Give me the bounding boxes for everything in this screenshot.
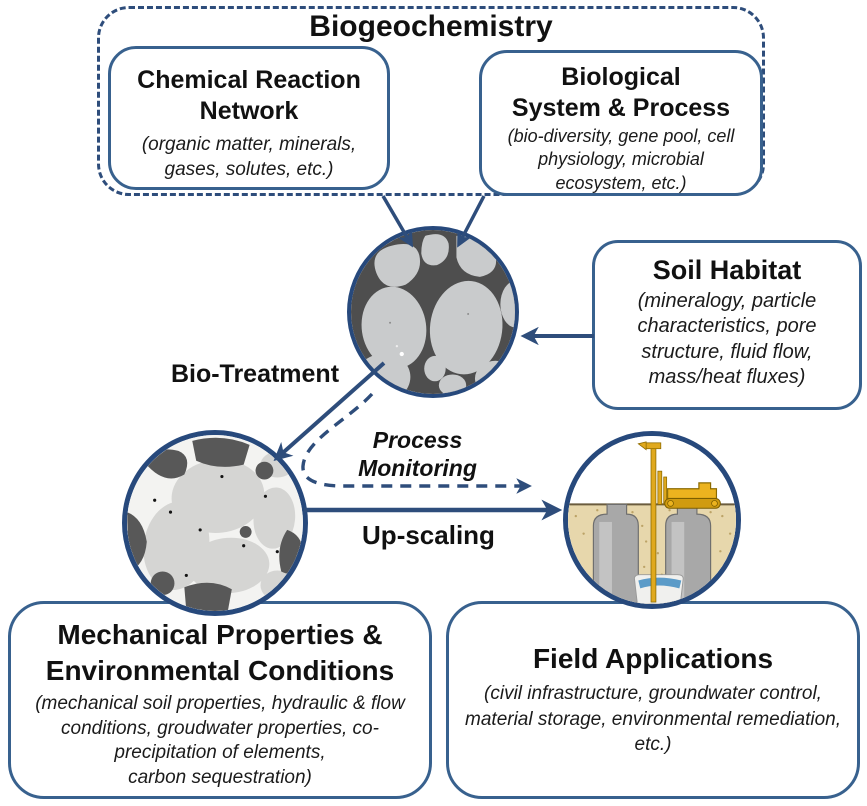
label-line: Process [372, 427, 463, 453]
title-line: Biological [561, 63, 681, 91]
mechanical-box-subtitle: (mechanical soil properties, hydraulic &… [11, 692, 429, 791]
subtitle-line: mass/heat fluxes) [648, 366, 806, 389]
subtitle-line: material storage, environmental remediat… [465, 708, 841, 730]
untreated-soil-micrograph-circle [347, 226, 519, 398]
title-line: Network [199, 96, 299, 125]
subtitle-line: carbon sequestration) [128, 767, 312, 789]
soil-habitat-subtitle: (mineralogy, particle characteristics, p… [595, 289, 859, 391]
field-application-circle [563, 431, 741, 609]
cemented-grains [143, 451, 296, 601]
title-line: Chemical Reaction [137, 66, 361, 94]
subtitle-line: conditions, groudwater properties, co- [61, 717, 379, 739]
biogeochemistry-title: Biogeochemistry [309, 10, 553, 43]
title-line: System & Process [511, 93, 731, 122]
biological-box-title: Biological System & Process [482, 62, 760, 123]
sand-grains [354, 234, 515, 394]
untreated-soil-image [351, 230, 515, 394]
chemical-box-title: Chemical Reaction Network [111, 65, 387, 126]
soil-habitat-title: Soil Habitat [652, 255, 802, 285]
label-line: Monitoring [358, 455, 477, 482]
chemical-reaction-network-box: Chemical Reaction Network (organic matte… [108, 46, 390, 190]
biogeochemistry-group-border [97, 6, 765, 196]
fresh-column-jetting [633, 574, 684, 604]
mechanical-properties-box: Mechanical Properties & Environmental Co… [8, 601, 432, 799]
bio-treatment-label: Bio-Treatment [170, 360, 340, 388]
subtitle-line: gases, solutes, etc.) [164, 159, 334, 181]
subtitle-line: (bio-diversity, gene pool, cell [507, 126, 735, 146]
subtitle-line: structure, fluid flow, [641, 340, 813, 363]
subtitle-line: (mechanical soil properties, hydraulic &… [35, 693, 405, 715]
subtitle-line: (organic matter, minerals, [141, 134, 357, 155]
subtitle-line: etc.) [634, 734, 672, 756]
chemical-box-subtitle: (organic matter, minerals, gases, solute… [111, 132, 387, 183]
field-rig-image [568, 436, 736, 604]
field-box-title: Field Applications [532, 642, 774, 674]
subtitle-line: (civil infrastructure, groundwater contr… [484, 683, 822, 705]
mechanical-box-title: Mechanical Properties & Environmental Co… [11, 617, 429, 688]
title-line: Mechanical Properties & [57, 619, 383, 650]
title-line: Environmental Conditions [45, 654, 395, 686]
treated-soil-image [127, 435, 303, 611]
subtitle-line: ecosystem, etc.) [555, 172, 687, 193]
subtitle-line: (mineralogy, particle [637, 289, 817, 312]
micro-specks [153, 474, 279, 577]
process-monitoring-label: Process Monitoring [330, 426, 505, 482]
treated-soil-micrograph-circle [122, 430, 308, 616]
field-box-subtitle: (civil infrastructure, groundwater contr… [449, 681, 857, 758]
drill-rig [637, 441, 721, 603]
field-applications-box: Field Applications (civil infrastructure… [446, 601, 860, 799]
biological-system-process-box: Biological System & Process (bio-diversi… [479, 50, 763, 196]
soil-habitat-box: Soil Habitat (mineralogy, particle chara… [592, 240, 862, 410]
biological-box-subtitle: (bio-diversity, gene pool, cell physiolo… [482, 125, 760, 195]
subtitle-line: precipitation of elements, [114, 742, 326, 764]
subtitle-line: physiology, microbial [538, 149, 704, 170]
subtitle-line: characteristics, pore [637, 315, 817, 338]
up-scaling-label: Up-scaling [362, 520, 495, 550]
